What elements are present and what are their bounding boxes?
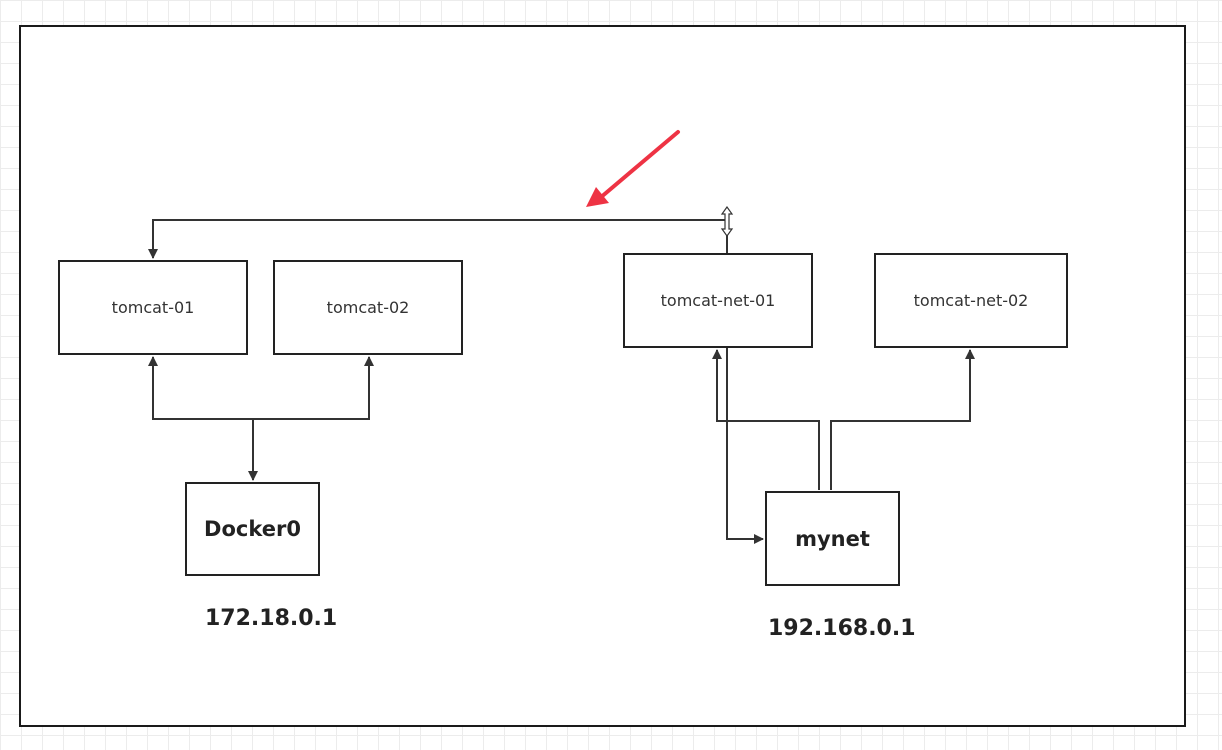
node-tomcat-01: tomcat-01 — [58, 260, 248, 355]
node-label: tomcat-01 — [111, 298, 195, 317]
node-tomcat-net-01: tomcat-net-01 — [623, 253, 813, 348]
ip-docker0: 172.18.0.1 — [205, 606, 338, 631]
node-label: tomcat-net-02 — [913, 291, 1029, 310]
diagram-frame — [19, 25, 1186, 727]
ip-mynet: 192.168.0.1 — [768, 616, 916, 641]
node-label: tomcat-net-01 — [660, 291, 776, 310]
node-docker0: Docker0 — [185, 482, 320, 576]
node-tomcat-net-02: tomcat-net-02 — [874, 253, 1068, 348]
node-label: tomcat-02 — [326, 298, 410, 317]
node-tomcat-02: tomcat-02 — [273, 260, 463, 355]
node-label: Docker0 — [204, 517, 301, 541]
node-mynet: mynet — [765, 491, 900, 586]
node-label: mynet — [795, 526, 870, 551]
